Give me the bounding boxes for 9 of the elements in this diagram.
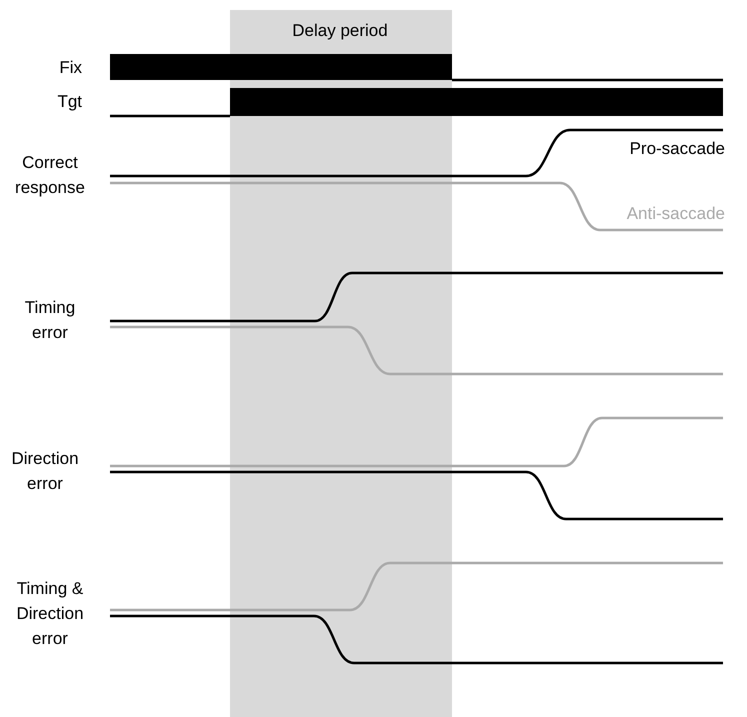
row-label: Tgt	[56, 91, 82, 113]
period-label: Delay period	[291, 20, 389, 42]
row-label: Timing error	[24, 297, 76, 344]
row-label: Timing & Direction error	[15, 578, 85, 650]
row-label: Fix	[58, 57, 82, 79]
row-label: Direction error	[10, 448, 80, 495]
trace-label: Anti-saccade	[626, 203, 725, 225]
trace-label: Pro-saccade	[628, 138, 725, 160]
row-label: Correct response	[14, 152, 86, 199]
